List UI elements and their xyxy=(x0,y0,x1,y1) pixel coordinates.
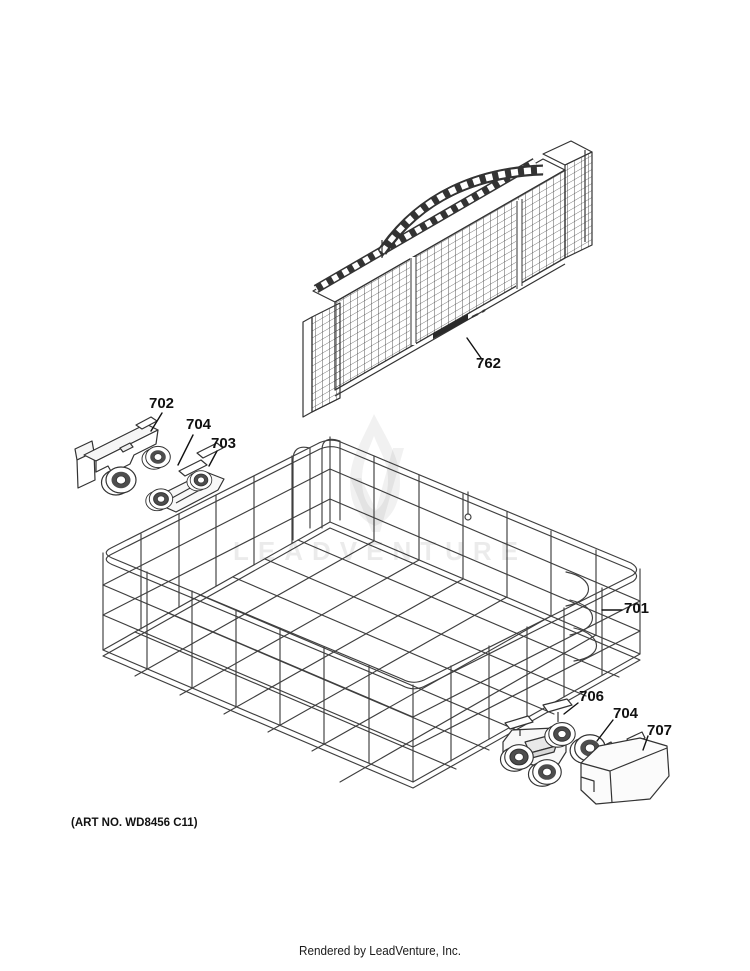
part-707-drawing xyxy=(580,731,670,805)
part-callout-704-lower[interactable]: 704 xyxy=(613,705,639,722)
part-706-drawing xyxy=(499,698,576,772)
art-number-label: (ART NO. WD8456 C11) xyxy=(71,817,198,829)
part-callout-706[interactable]: 706 xyxy=(579,688,605,705)
part-callout-703[interactable]: 703 xyxy=(211,435,237,452)
part-703-drawing xyxy=(145,442,225,513)
part-702-drawing xyxy=(74,416,159,489)
leadventure-flame-watermark xyxy=(350,414,404,532)
part-callout-762[interactable]: 762 xyxy=(476,355,502,372)
callout-leader-lines xyxy=(150,337,649,751)
silverware-basket-drawing xyxy=(302,140,593,418)
part-callout-707[interactable]: 707 xyxy=(647,722,673,739)
part-callout-704-upper[interactable]: 704 xyxy=(186,416,212,433)
leadventure-watermark-text: LEADVENTURE xyxy=(233,536,528,566)
rendered-by-footer: Rendered by LeadVenture, Inc. xyxy=(299,943,461,958)
part-callout-701[interactable]: 701 xyxy=(624,600,650,617)
part-callout-702[interactable]: 702 xyxy=(149,395,175,412)
lower-rack-drawing xyxy=(102,436,641,789)
